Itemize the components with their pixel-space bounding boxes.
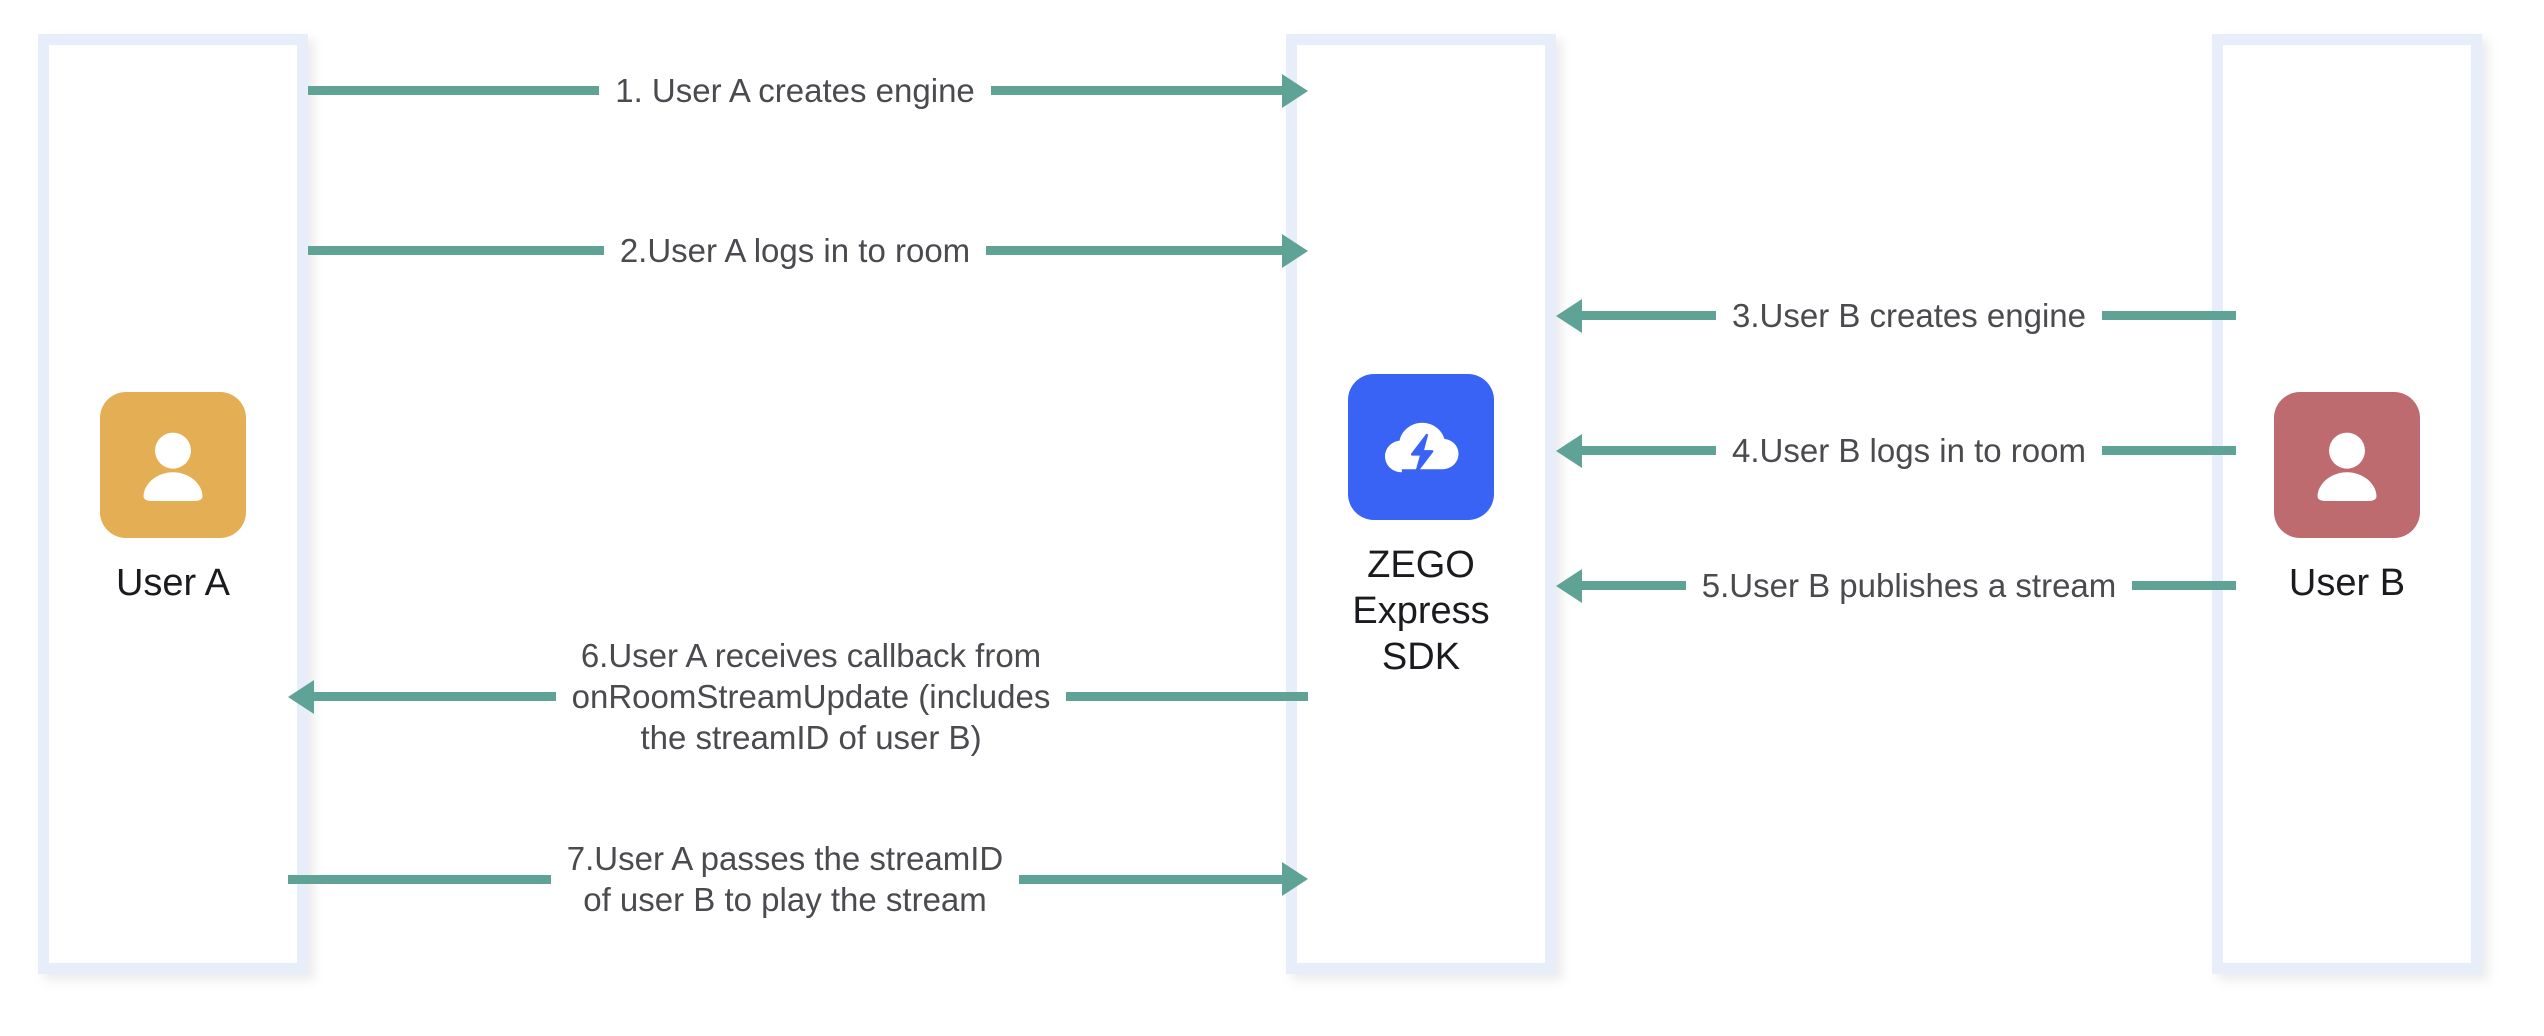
message-row-7: 7.User A passes the streamID of user B t…: [288, 838, 1308, 920]
arrow-line-4b: [2102, 446, 2237, 455]
arrowhead-left-icon-6: [288, 679, 314, 714]
message-label-2: 2.User A logs in to room: [619, 232, 971, 269]
message-label-7: 7.User A passes the streamID of user B t…: [566, 840, 1004, 918]
arrow-line-3a: [1582, 311, 1716, 320]
message-row-6: 6.User A receives callback from onRoomSt…: [288, 635, 1308, 758]
person-icon: [2274, 392, 2420, 538]
arrow-line-7a: [288, 874, 551, 884]
message-label-3: 3.User B creates engine: [1731, 297, 2087, 334]
arrow-line-2a: [308, 246, 604, 255]
arrow-line-5a: [1582, 581, 1686, 590]
message-label-5: 5.User B publishes a stream: [1701, 567, 2117, 604]
message-label-6: 6.User A receives callback from onRoomSt…: [571, 637, 1051, 756]
message-label-4: 4.User B logs in to room: [1732, 432, 2086, 469]
arrow-line-3b: [2102, 311, 2236, 320]
arrow-line-1b: [990, 86, 1282, 95]
arrowhead-right-icon-1: [1282, 73, 1308, 108]
message-row-5: 5.User B publishes a stream: [1556, 565, 2237, 606]
arrowhead-left-icon-4: [1556, 433, 1582, 468]
message-label-1: 1. User A creates engine: [615, 72, 975, 109]
node-user-b: User B: [2212, 392, 2482, 606]
cloud-lightning-icon: [1348, 374, 1494, 520]
message-row-3: 3.User B creates engine: [1556, 295, 2236, 336]
arrowhead-right-icon-7: [1282, 862, 1308, 896]
arrow-line-6a: [314, 692, 556, 701]
person-icon: [100, 392, 246, 538]
message-row-4: 4.User B logs in to room: [1556, 430, 2237, 471]
arrowhead-right-icon-2: [1282, 233, 1308, 268]
node-user-a: User A: [38, 392, 308, 606]
arrow-line-6b: [1066, 692, 1308, 701]
node-caption-user-b: User B: [2288, 562, 2406, 604]
message-row-1: 1. User A creates engine: [308, 70, 1308, 111]
message-row-2: 2.User A logs in to room: [308, 230, 1308, 271]
arrowhead-left-icon-5: [1556, 568, 1582, 603]
arrow-line-1a: [308, 86, 600, 95]
arrow-line-4a: [1582, 446, 1717, 455]
arrow-line-2b: [986, 246, 1282, 255]
arrow-line-7b: [1019, 874, 1282, 884]
node-sdk: ZEGO Express SDK: [1286, 374, 1556, 680]
arrow-line-5b: [2132, 581, 2237, 590]
arrowhead-left-icon-3: [1556, 298, 1582, 333]
node-caption-sdk: ZEGO Express SDK: [1352, 544, 1490, 678]
node-caption-user-a: User A: [115, 562, 231, 604]
